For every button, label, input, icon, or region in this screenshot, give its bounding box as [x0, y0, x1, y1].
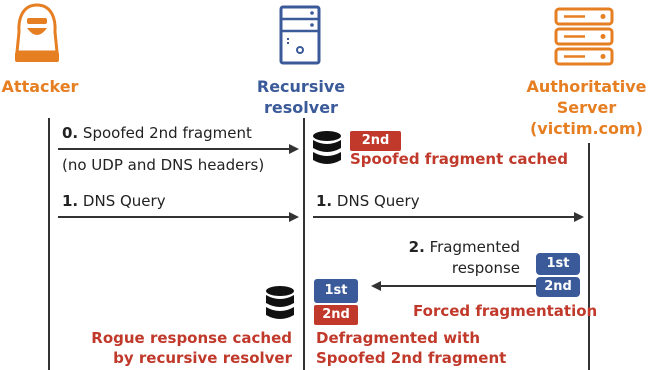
hooded-hacker-icon [15, 3, 59, 62]
message-2-number: 2. [408, 238, 425, 256]
message-0-number: 0. [62, 124, 79, 142]
server-lifeline [588, 143, 590, 370]
server-label-line3: (victim.com) [529, 119, 644, 138]
server-label-line1: Authoritative [526, 77, 647, 96]
resolver-label: Recursive resolver [246, 76, 356, 118]
resolver-label-line1: Recursive [256, 77, 346, 96]
database-icon [313, 131, 341, 164]
message-0-arrowhead [289, 144, 299, 154]
rogue-note-line1: Rogue response cached [91, 329, 292, 347]
resolver-label-line2: resolver [264, 98, 338, 117]
message-0-arrow [58, 148, 290, 150]
attacker-lifeline [48, 118, 50, 370]
forced-fragmentation-note: Forced fragmentation [413, 302, 598, 320]
server-label: Authoritative Server (victim.com) [518, 76, 655, 139]
spoofed-cached-note: Spoofed fragment cached [350, 150, 568, 168]
rogue-response-note: Rogue response cached by recursive resol… [60, 328, 292, 368]
message-2-line1: 2. Fragmented [400, 238, 520, 256]
message-1a-text: DNS Query [82, 192, 166, 210]
defrag-note-line1: Defragmented with [316, 329, 481, 347]
server-tower-icon [279, 5, 321, 65]
defrag-note-line2: Spoofed 2nd fragment [316, 349, 507, 367]
message-2-arrowhead [371, 281, 381, 291]
message-1b-text: DNS Query [336, 192, 420, 210]
message-1a-number: 1. [62, 192, 79, 210]
resolver-lifeline [303, 118, 305, 370]
attacker-label: Attacker [1, 77, 79, 96]
server-2nd-fragment: 2nd [536, 277, 580, 297]
database-icon [266, 286, 294, 319]
resolver-1st-fragment: 1st [314, 279, 358, 303]
message-2-arrow [380, 285, 540, 287]
rogue-note-line2: by recursive resolver [113, 349, 292, 367]
resolver-2nd-fragment: 2nd [314, 305, 358, 325]
message-1b: 1. DNS Query [316, 192, 420, 210]
message-0-line1: 0. Spoofed 2nd fragment [62, 124, 252, 142]
message-0-text: Spoofed 2nd fragment [82, 124, 252, 142]
defragmented-note: Defragmented with Spoofed 2nd fragment [316, 328, 506, 368]
message-1a-arrow [58, 216, 290, 218]
server-1st-fragment: 1st [536, 253, 580, 275]
spoofed-2nd-fragment: 2nd [350, 131, 401, 151]
message-0-line2: (no UDP and DNS headers) [62, 156, 265, 174]
message-2-line2: response [451, 259, 520, 277]
message-1b-arrowhead [574, 212, 584, 222]
message-1a-arrowhead [289, 212, 299, 222]
message-1b-arrow [313, 216, 575, 218]
server-label-line2: Server [556, 98, 617, 117]
message-1a: 1. DNS Query [62, 192, 166, 210]
message-1b-number: 1. [316, 192, 333, 210]
message-2-text: Fragmented [429, 238, 520, 256]
server-rack-icon [554, 7, 614, 66]
